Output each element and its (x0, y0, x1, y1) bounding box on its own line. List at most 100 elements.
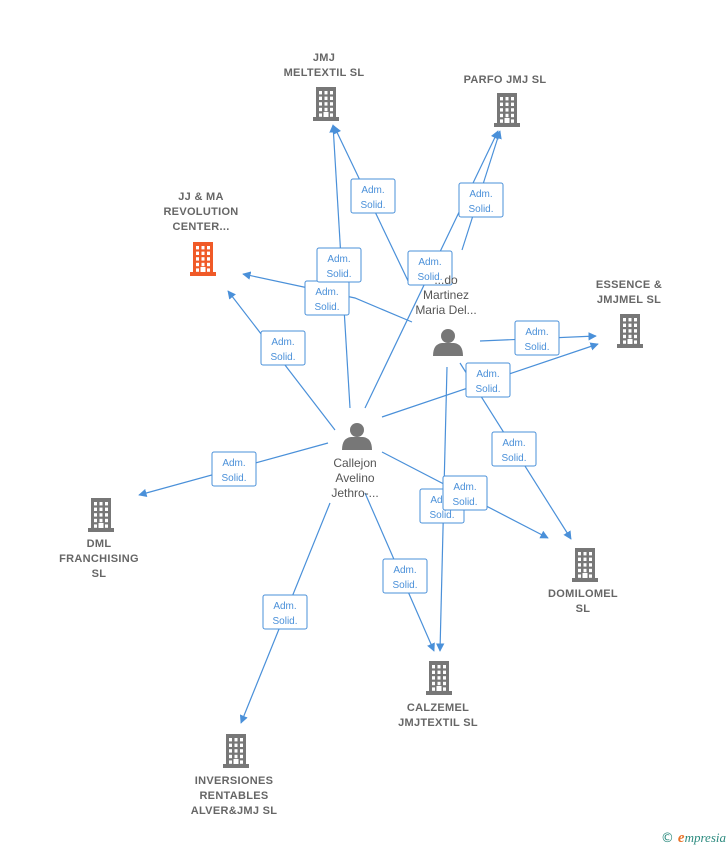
edge-label-adm-solid[interactable]: Adm. Solid. (491, 431, 537, 467)
company-label: JJ & MA (178, 191, 224, 203)
edge-label-text: Solid. (360, 200, 385, 211)
brand-name: mpresia (684, 830, 726, 845)
company-node-jjma[interactable]: JJ & MA REVOLUTION CENTER... (163, 191, 238, 276)
edge-label-box (458, 182, 504, 218)
person-node-p2[interactable]: CallejonAvelinoJethro-... (331, 423, 379, 500)
edge-label-adm-solid[interactable]: Adm. Solid. (465, 362, 511, 398)
company-label: CENTER... (172, 221, 229, 233)
edge-label-text: Solid. (270, 352, 295, 363)
edge-label-box (316, 247, 362, 283)
edge-label-text: Adm. (273, 601, 296, 612)
brand-initial: e (677, 830, 685, 846)
person-icon (342, 423, 372, 450)
edge-label-text: Adm. (525, 327, 548, 338)
company-label: ALVER&JMJ SL (191, 805, 278, 817)
edge-label-text: Solid. (392, 580, 417, 591)
edge-label-text: Adm. (502, 438, 525, 449)
edge-label-adm-solid[interactable]: Adm. Solid. (350, 178, 396, 214)
company-label: RENTABLES (199, 790, 268, 802)
building-icon (223, 734, 249, 768)
edge-label-text: Solid. (314, 302, 339, 313)
company-label: CALZEMEL (407, 702, 469, 714)
edge-label-text: Solid. (272, 616, 297, 627)
person-icon (433, 329, 463, 356)
copyright-symbol: © (660, 831, 674, 846)
person-label: Maria Del... (415, 303, 476, 317)
company-label: INVERSIONES (195, 775, 274, 787)
company-label: MELTEXTIL SL (284, 67, 365, 79)
edge-label-text: Adm. (315, 287, 338, 298)
company-label: JMJMEL SL (597, 294, 661, 306)
edge-label-text: Adm. (476, 369, 499, 380)
edge-label-box (407, 250, 453, 286)
company-label: JMJTEXTIL SL (398, 717, 478, 729)
edge-label-text: Solid. (501, 453, 526, 464)
edge-label-text: Solid. (221, 473, 246, 484)
edge-label-adm-solid[interactable]: Adm. Solid. (262, 594, 308, 630)
edge-label-text: Adm. (393, 565, 416, 576)
building-icon (572, 548, 598, 582)
edge-label-adm-solid[interactable]: Adm. Solid. (407, 250, 453, 286)
building-icon (426, 661, 452, 695)
company-label: FRANCHISING (59, 553, 139, 565)
relation-edge (242, 271, 413, 323)
edge-label-adm-solid[interactable]: Adm. Solid. (442, 475, 488, 511)
edge-label-adm-solid[interactable]: Adm. Solid. (316, 247, 362, 283)
edge-label-adm-solid[interactable]: Adm. Solid. (382, 558, 428, 594)
person-label: Jethro-... (331, 486, 378, 500)
edge-label-text: Adm. (453, 482, 476, 493)
edge-label-text: Solid. (429, 510, 454, 521)
edge-labels-layer: Adm.Solid.Adm.Solid.Adm.Solid.Adm.Solid.… (211, 178, 560, 630)
edge-label-box (382, 558, 428, 594)
edge-label-text: Adm. (327, 254, 350, 265)
company-label: DOMILOMEL (548, 588, 618, 600)
company-label: ESSENCE & (596, 279, 662, 291)
edge-label-box (514, 320, 560, 356)
edge-label-box (211, 451, 257, 487)
edge-label-adm-solid[interactable]: Adm. Solid. (304, 280, 350, 316)
edge-label-box (442, 475, 488, 511)
edge-label-text: Adm. (430, 495, 453, 506)
company-label: SL (92, 568, 107, 580)
edge-label-adm-solid[interactable]: Adm.Solid. (211, 451, 257, 487)
edge-label-text: Solid. (326, 269, 351, 280)
building-icon (88, 498, 114, 532)
building-icon (190, 242, 216, 276)
company-label: REVOLUTION (163, 206, 238, 218)
edge-label-adm-solid[interactable]: Adm. Solid. (260, 330, 306, 366)
company-node-parfo[interactable]: PARFO JMJ SL (464, 74, 547, 127)
company-label: PARFO JMJ SL (464, 74, 547, 86)
edge-label-text: Solid. (475, 384, 500, 395)
company-node-essence[interactable]: ESSENCE & JMJMEL SL (596, 279, 662, 348)
nodes-layer: JJ & MA REVOLUTION CENTER... JMJ MELTEXTIL S… (59, 52, 662, 817)
company-label: SL (576, 603, 591, 615)
company-label: JMJ (313, 52, 335, 64)
edge-label-box (491, 431, 537, 467)
edge-label-text: Adm. (361, 185, 384, 196)
edge-label-box (262, 594, 308, 630)
edge-label-adm-solid[interactable]: Adm. Solid. (458, 182, 504, 218)
edge-label-text: Solid. (468, 204, 493, 215)
person-label: ...do (434, 273, 458, 287)
edge-label-text: Adm. (271, 337, 294, 348)
edge-label-adm-solid[interactable]: Adm.Solid. (514, 320, 560, 356)
edge-label-text: Solid. (452, 497, 477, 508)
person-label: Avelino (335, 471, 374, 485)
edge-label-text: Adm. (418, 257, 441, 268)
building-icon (617, 314, 643, 348)
company-node-meltextil[interactable]: JMJ MELTEXTIL SL (284, 52, 365, 121)
company-node-calzemel[interactable]: CALZEMEL JMJTEXTIL SL (398, 661, 478, 729)
edge-label-box (260, 330, 306, 366)
edge-label-box (465, 362, 511, 398)
company-node-inversiones[interactable]: INVERSIONES RENTABLES ALVER&JMJ SL (191, 734, 278, 817)
company-label: DML (87, 538, 112, 550)
empresia-footer[interactable]: ©empresia (661, 830, 726, 847)
edge-label-box (350, 178, 396, 214)
person-label: Martinez (423, 288, 469, 302)
edge-label-text: Adm. (469, 189, 492, 200)
edge-label-text: Solid. (417, 272, 442, 283)
company-node-domilomel[interactable]: DOMILOMEL SL (548, 548, 618, 615)
company-node-dml[interactable]: DML FRANCHISING SL (59, 498, 139, 580)
